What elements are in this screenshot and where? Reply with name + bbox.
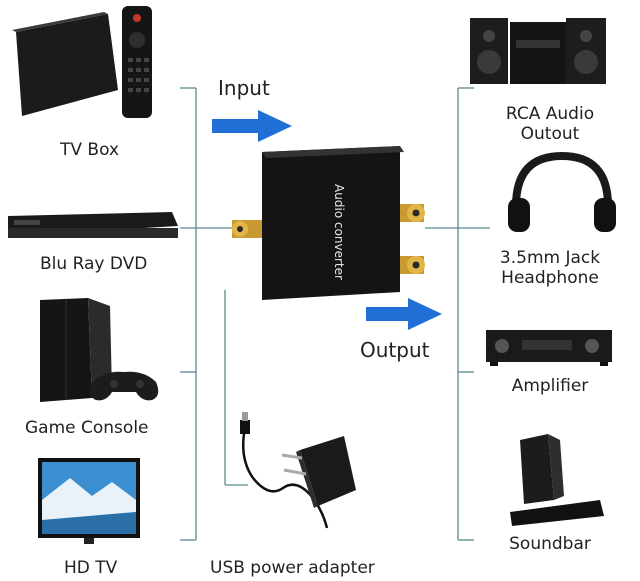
output-label-headphone-line1: 3.5mm Jack (499, 248, 601, 268)
input-bracket (180, 87, 238, 541)
usb-power-adapter-image (240, 412, 356, 529)
game-console-image (40, 298, 159, 402)
rca-speaker-system-image (470, 18, 606, 84)
source-label-game-console: Game Console (25, 418, 149, 438)
output-arrow (366, 298, 442, 330)
output-label-amplifier: Amplifier (480, 376, 620, 396)
output-label-rca-audio-line2: Outout (520, 124, 580, 144)
output-label-soundbar-line1: Soundbar (509, 534, 591, 554)
tv-box-image (12, 6, 152, 118)
output-bracket (425, 87, 490, 541)
usb-power-adapter-label: USB power adapter (210, 558, 375, 578)
source-label-blu-ray-dvd: Blu Ray DVD (40, 254, 148, 274)
input-label: Input (218, 76, 270, 100)
soundbar-image (510, 434, 604, 526)
output-label: Output (360, 338, 430, 362)
output-label-rca-audio: RCA Audio Outout (480, 104, 620, 144)
usb-power-line (224, 290, 248, 486)
output-label-headphone-line2: Headphone (501, 268, 599, 288)
amplifier-image (486, 330, 612, 366)
source-label-hd-tv: HD TV (64, 558, 118, 578)
output-label-soundbar: Soundbar (480, 534, 620, 554)
hd-tv-image (38, 458, 140, 544)
output-label-amplifier-line1: Amplifier (511, 376, 589, 396)
output-label-headphone: 3.5mm Jack Headphone (480, 248, 620, 288)
blu-ray-dvd-image (8, 212, 178, 238)
output-label-rca-audio-line1: RCA Audio (505, 104, 595, 124)
audio-converter-box (232, 146, 425, 300)
headphone-image (508, 151, 616, 232)
source-label-tv-box: TV Box (60, 140, 120, 160)
audio-converter-label: Audio converter (332, 184, 346, 280)
input-arrow (212, 110, 292, 142)
